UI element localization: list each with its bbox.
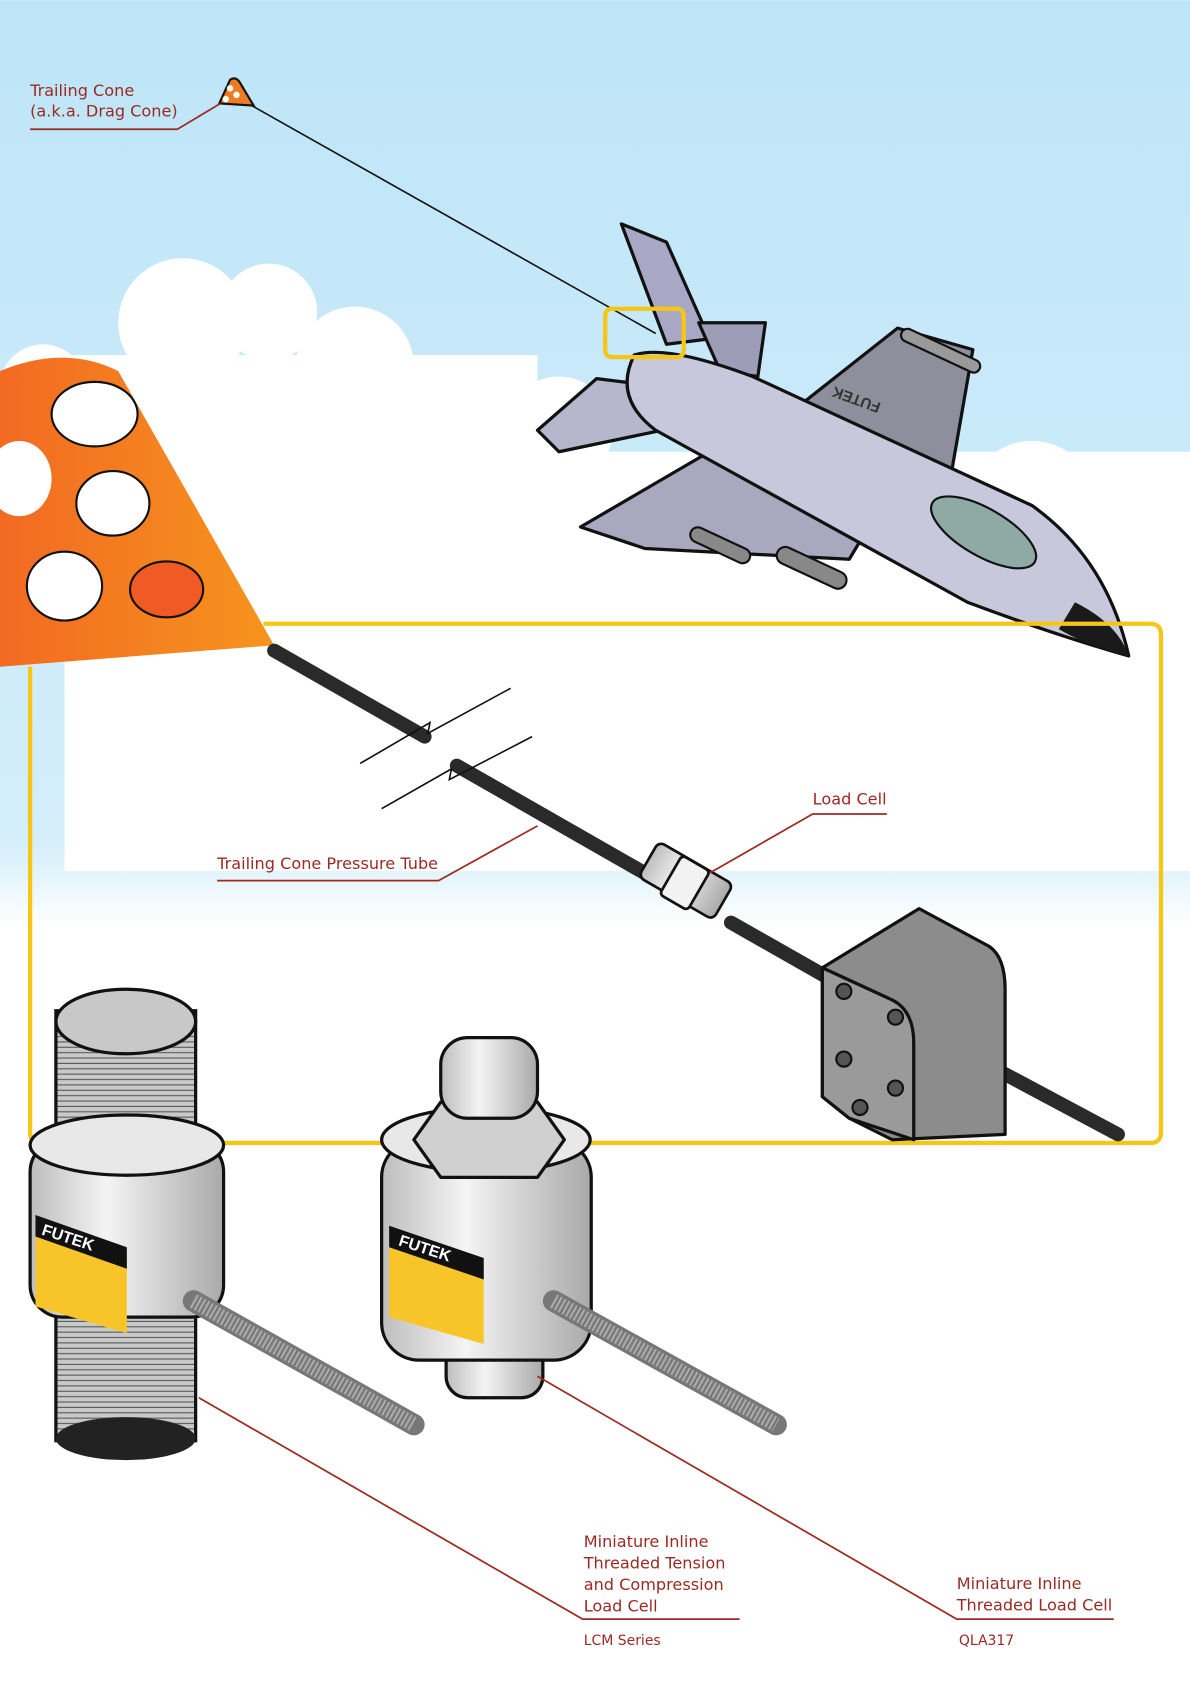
qla-model: QLA317 xyxy=(959,1633,1014,1649)
small-trailing-cone-icon xyxy=(217,77,256,107)
qla317-load-cell: FUTEK xyxy=(380,1035,787,1436)
pressure-tube-label: Trailing Cone Pressure Tube xyxy=(216,854,438,873)
lcm-label-3: and Compression xyxy=(584,1575,724,1594)
trailing-cone-label-1: Trailing Cone xyxy=(29,81,134,100)
lcm-model: LCM Series xyxy=(584,1633,661,1649)
mounting-bracket xyxy=(820,906,1007,1142)
qla-label-2: Threaded Load Cell xyxy=(956,1596,1112,1615)
lcm-label-2: Threaded Tension xyxy=(583,1554,726,1573)
inline-load-cell xyxy=(639,842,733,919)
fighter-jet-illustration: FUTEK xyxy=(535,222,1131,658)
cable-attachment-highlight xyxy=(603,306,686,360)
break-marks xyxy=(359,687,533,810)
trailing-cone-label-2: (a.k.a. Drag Cone) xyxy=(30,101,178,120)
qla-label-1: Miniature Inline xyxy=(957,1574,1082,1593)
lcm-label-1: Miniature Inline xyxy=(584,1532,709,1551)
load-cell-label: Load Cell xyxy=(813,789,887,808)
lcm-label-4: Load Cell xyxy=(584,1597,658,1616)
large-trailing-cone xyxy=(0,357,275,667)
tow-cable xyxy=(236,96,657,335)
lcm-series-load-cell: FUTEK xyxy=(28,987,425,1461)
